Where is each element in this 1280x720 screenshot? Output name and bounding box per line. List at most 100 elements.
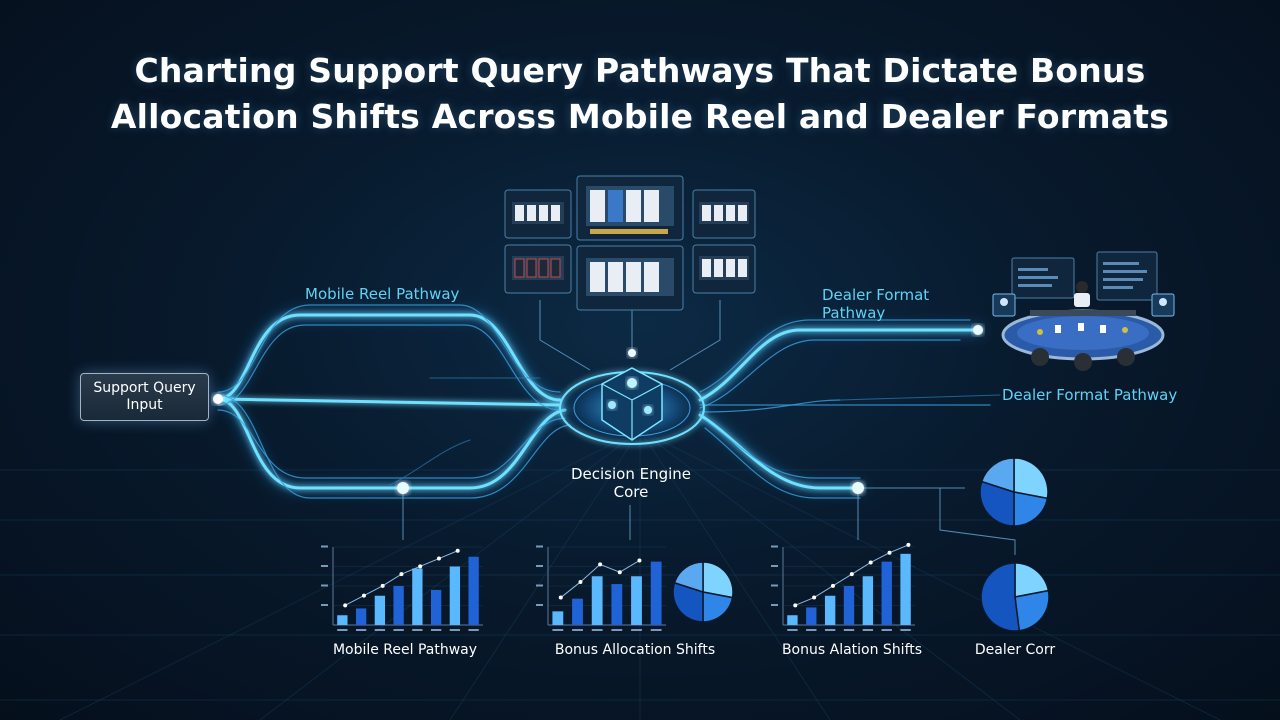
bar <box>449 566 461 625</box>
pie-slice <box>1014 589 1050 632</box>
x-tick-mark <box>806 629 817 631</box>
trend-point <box>343 603 348 608</box>
y-tick-mark <box>321 604 328 606</box>
bar <box>374 595 386 625</box>
y-tick-mark <box>536 545 543 548</box>
bar <box>631 576 642 625</box>
trend-point <box>578 579 583 584</box>
pie-chart-small <box>672 561 734 623</box>
x-tick-mark <box>862 629 874 631</box>
trend-point <box>906 542 911 547</box>
bar <box>355 608 367 625</box>
bar <box>572 598 583 625</box>
bar <box>591 576 603 625</box>
x-tick-mark <box>430 629 442 631</box>
bar <box>881 561 892 625</box>
trend-point <box>849 572 854 577</box>
bar <box>900 553 911 625</box>
pie-slice <box>980 562 1021 632</box>
bar <box>552 611 564 625</box>
decision-engine-core-label: Decision Engine Core <box>560 465 702 501</box>
y-tick-mark <box>771 584 778 587</box>
y-tick-mark <box>536 565 543 567</box>
x-tick-mark <box>468 629 479 631</box>
mobile-reel-lower-path <box>216 397 567 490</box>
trend-point <box>830 583 835 588</box>
support-query-input-label: Support Query Input <box>93 380 196 413</box>
y-tick-mark <box>771 545 778 548</box>
support-query-input-node: Support Query Input <box>80 373 209 421</box>
y-tick-mark <box>771 604 778 606</box>
dealer-table-scene <box>992 251 1175 371</box>
bar <box>787 615 798 625</box>
slot-screen-left-bottom <box>504 244 572 294</box>
trend-point <box>361 593 366 598</box>
pie-slice <box>672 581 704 623</box>
trend-point <box>380 583 385 588</box>
bar <box>611 584 623 625</box>
bar <box>843 586 855 625</box>
page-title: Charting Support Query Pathways That Dic… <box>0 48 1280 140</box>
trend-point <box>812 595 817 600</box>
pie-slice <box>673 561 704 594</box>
x-tick-mark <box>449 629 461 631</box>
bar <box>393 586 404 625</box>
label-mobile-reel-pathway: Mobile Reel Pathway <box>305 285 460 303</box>
x-tick-mark <box>393 629 404 631</box>
y-tick-mark <box>536 604 543 606</box>
slot-screen-center-top <box>576 175 684 241</box>
x-tick-mark <box>843 629 855 631</box>
label-dealer-format-pathway-line-1: Dealer Format <box>822 286 930 304</box>
bar <box>468 556 479 625</box>
y-tick-mark <box>321 565 328 567</box>
chart-mobile-reel-pathway <box>321 545 483 631</box>
title-line-1: Charting Support Query Pathways That Dic… <box>134 51 1146 90</box>
title-line-2: Allocation Shifts Across Mobile Reel and… <box>110 97 1170 136</box>
trend-point <box>637 558 642 563</box>
slot-screen-center-bottom <box>576 245 684 311</box>
input-to-core-path <box>216 397 562 407</box>
trend-point <box>418 564 423 569</box>
slot-screen-left-top <box>504 189 572 239</box>
slot-screens <box>504 175 756 311</box>
trend-point <box>399 572 404 577</box>
label-dealer-format-pathway-top: Dealer Format Pathway <box>822 286 929 322</box>
decision-engine-core <box>559 367 705 445</box>
mobile-reel-upper-path <box>216 313 562 402</box>
x-tick-mark <box>900 629 911 631</box>
x-tick-mark <box>787 629 798 631</box>
chart-bonus-allocation-shifts <box>536 545 666 631</box>
connector-lines <box>402 250 1016 555</box>
slot-screen-right-bottom <box>692 244 756 294</box>
pie-slice <box>702 591 734 623</box>
x-tick-mark <box>412 629 423 631</box>
dealer-lower-path <box>698 413 862 490</box>
pie-slice <box>979 480 1015 527</box>
core-label-line-2: Core <box>613 483 649 501</box>
pie-slice <box>1014 562 1050 598</box>
trend-point <box>793 603 798 608</box>
trend-point <box>455 548 460 553</box>
trend-point <box>887 550 892 555</box>
bar <box>862 576 874 625</box>
chart-bonus-alation-shifts <box>771 542 915 631</box>
grid-floor <box>0 429 1280 720</box>
pie-slice <box>702 561 734 599</box>
label-dealer-format-pathway-right: Dealer Format Pathway <box>1002 386 1178 404</box>
x-tick-mark <box>572 629 583 631</box>
pie-slice <box>1013 491 1049 527</box>
pie-chart-dealer-bottom <box>980 562 1050 632</box>
bar <box>650 561 662 625</box>
caption-mobile-reel-pathway: Mobile Reel Pathway <box>332 642 478 658</box>
pie-chart-dealer-top <box>979 457 1049 527</box>
pie-slice <box>1013 457 1049 500</box>
y-tick-mark <box>321 584 328 587</box>
x-tick-mark <box>337 629 348 631</box>
caption-dealer-corr: Dealer Corr <box>974 642 1056 658</box>
bar <box>806 607 817 625</box>
y-tick-mark <box>536 584 543 587</box>
trend-point <box>436 556 441 561</box>
caption-bonus-allocation-shifts: Bonus Allocation Shifts <box>554 642 716 658</box>
pathway-lines <box>213 304 1001 499</box>
